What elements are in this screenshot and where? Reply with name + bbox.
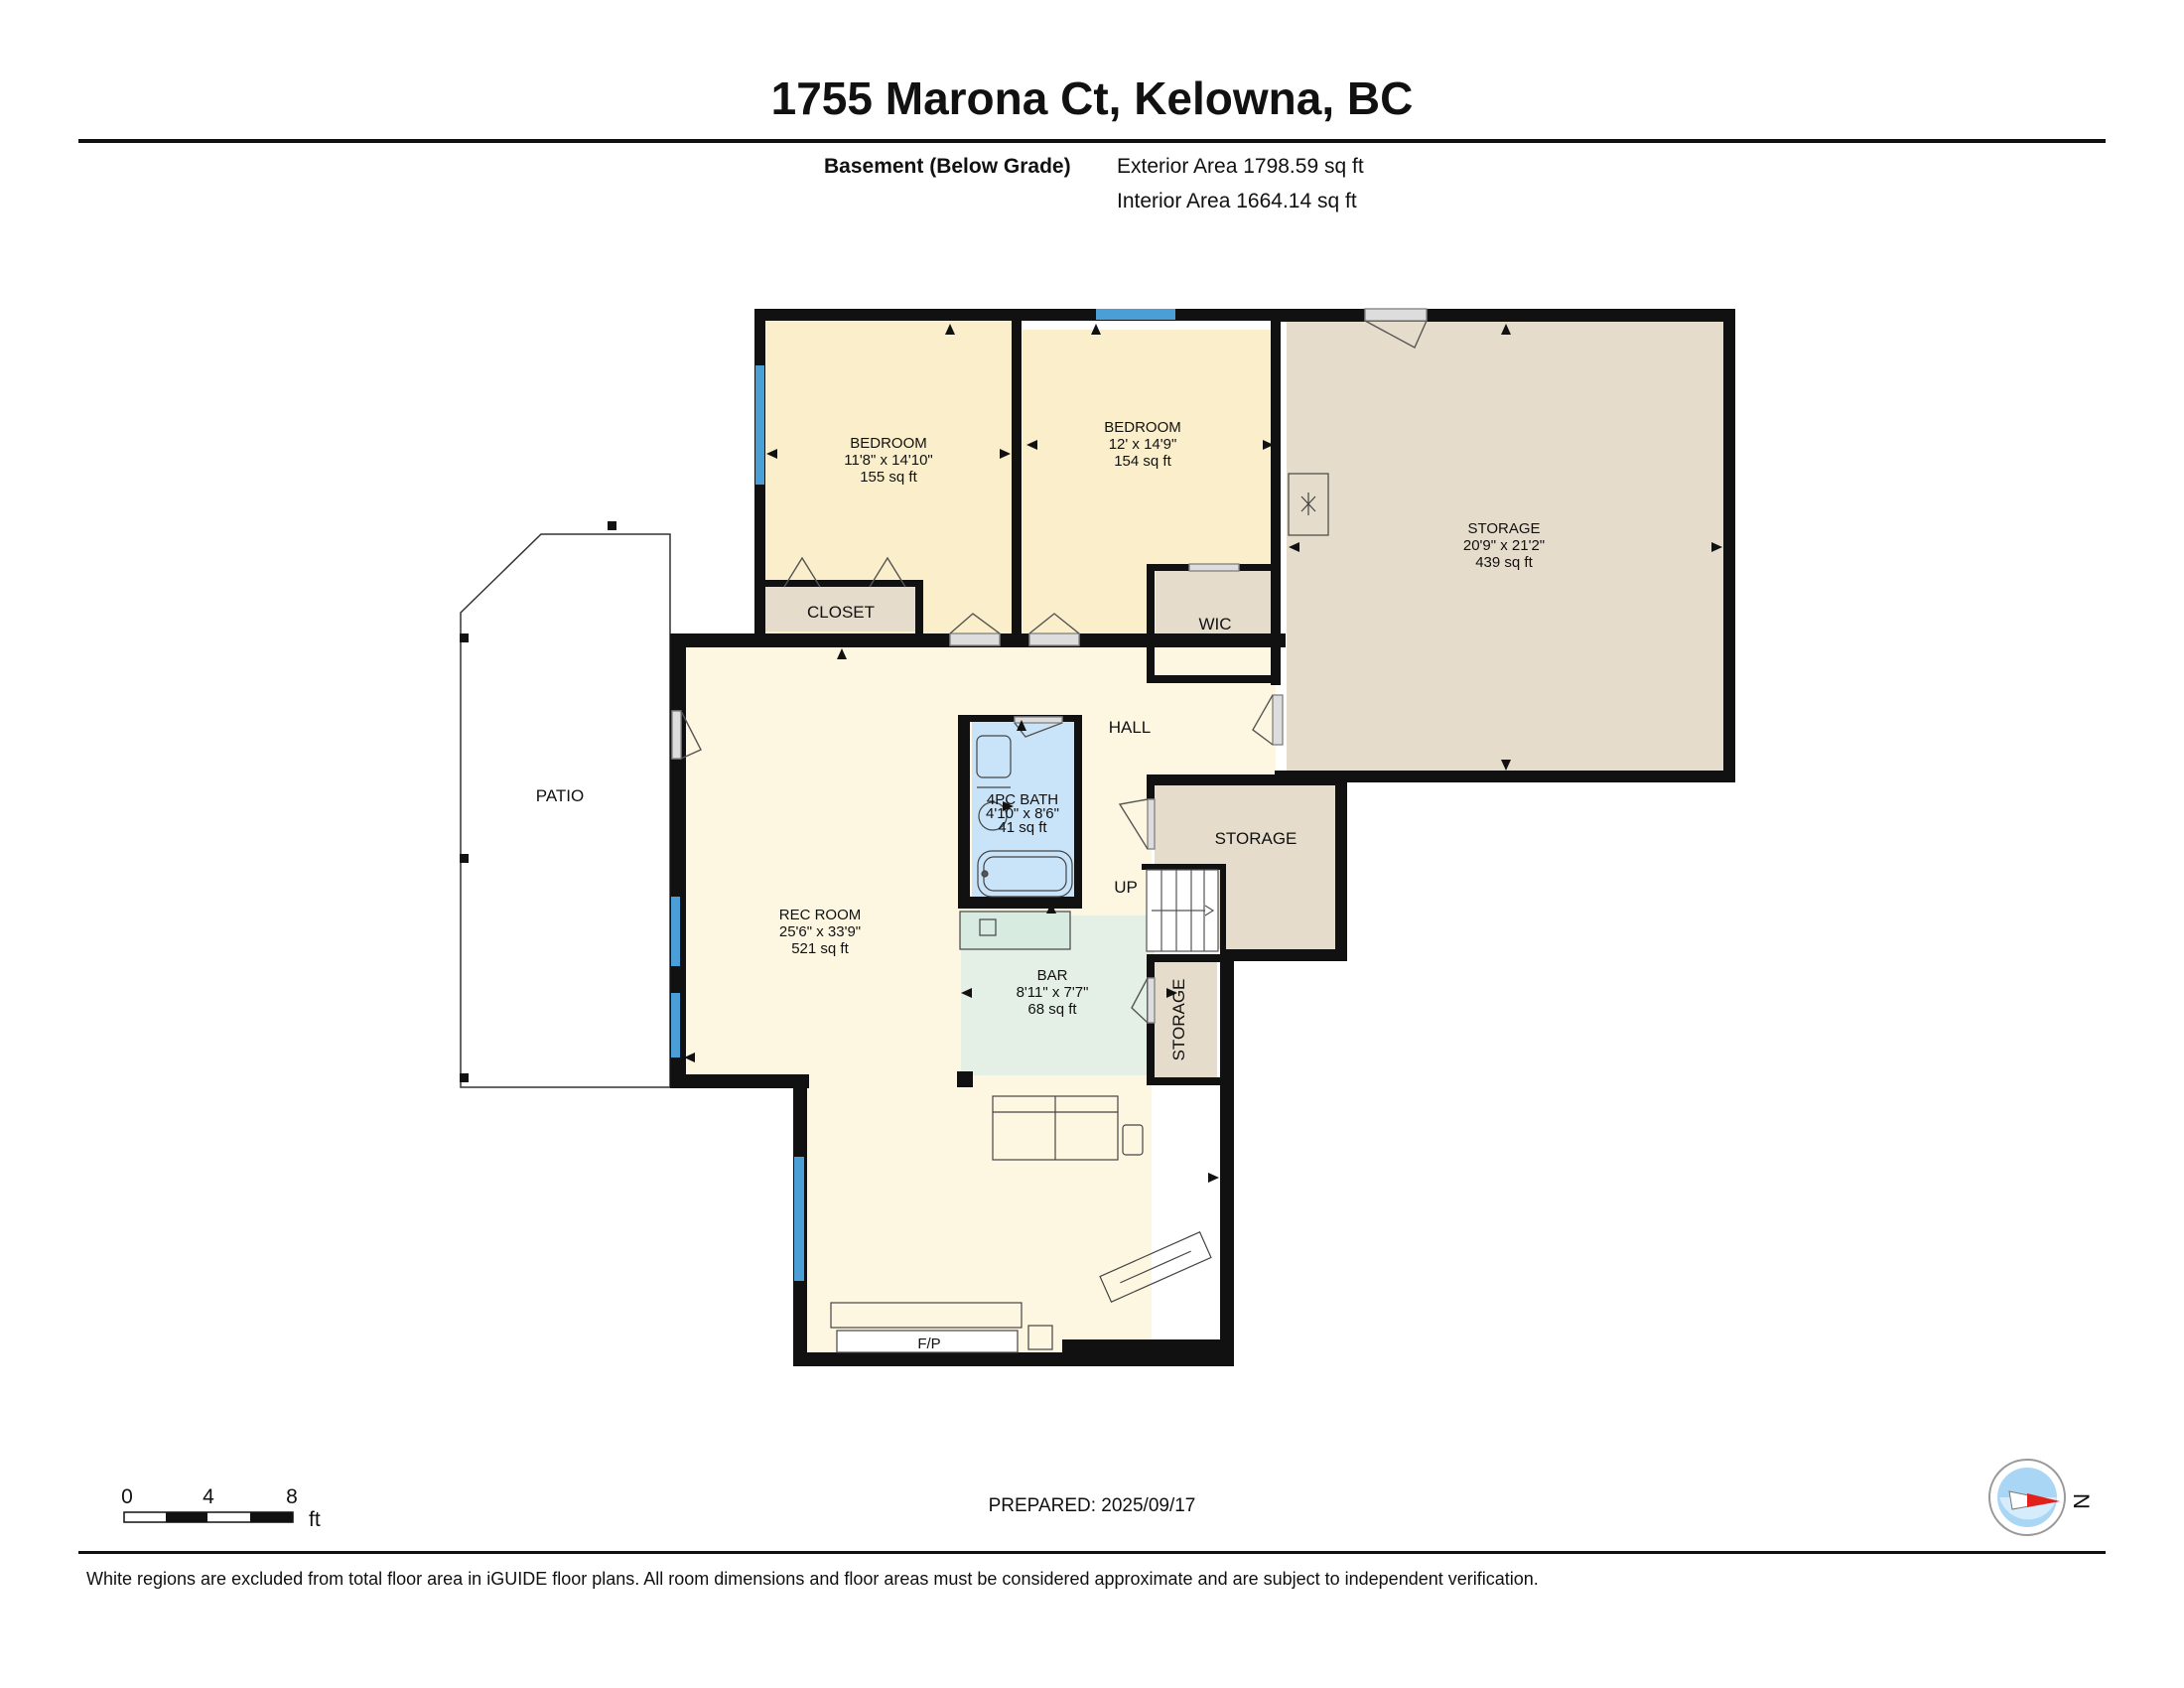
storage-small-label: STORAGE <box>1215 829 1297 848</box>
storage-main-area: 439 sq ft <box>1475 554 1533 571</box>
stairs-up-label: UP <box>1114 878 1138 897</box>
patio-post <box>460 633 469 642</box>
floor-label: Basement (Below Grade) <box>824 155 1071 178</box>
scale-tick-8: 8 <box>286 1485 298 1508</box>
compass-icon: N <box>1988 1459 2094 1536</box>
bedroom2-dims: 12' x 14'9" <box>1109 436 1177 453</box>
exterior-area: Exterior Area 1798.59 sq ft <box>1117 155 1364 178</box>
bedroom1-dims: 11'8" x 14'10" <box>844 452 933 469</box>
rec-room-dims: 25'6" x 33'9" <box>779 923 861 940</box>
storage-vertical-label: STORAGE <box>1169 979 1188 1061</box>
storage-vertical-fill <box>1155 962 1217 1079</box>
windows <box>671 309 1175 1281</box>
bedroom1-area: 155 sq ft <box>860 469 917 486</box>
storage-main-dims: 20'9" x 21'2" <box>1463 537 1545 554</box>
bedroom1-name: BEDROOM <box>850 435 927 452</box>
rec-room-area: 521 sq ft <box>791 940 849 957</box>
scale-unit: ft <box>309 1508 321 1531</box>
patio-post <box>608 521 616 530</box>
closet-fill <box>765 587 916 632</box>
bath-dims: 4'10" x 8'6" <box>986 805 1059 822</box>
scale-bar: 0 4 8 ft <box>121 1485 321 1531</box>
patio-post <box>460 1073 469 1082</box>
patio-post <box>460 854 469 863</box>
rec-room-name: REC ROOM <box>779 907 862 923</box>
fixtures <box>830 473 1329 1353</box>
footer-divider <box>78 1551 2106 1554</box>
bar-name: BAR <box>1037 967 1068 984</box>
patio-label: PATIO <box>536 786 585 805</box>
bath-fill <box>972 722 1076 901</box>
header-divider <box>78 139 2106 143</box>
wic-label: WIC <box>1198 615 1231 633</box>
bedroom2-area: 154 sq ft <box>1114 453 1171 470</box>
compass-label: N <box>2069 1493 2094 1509</box>
bedroom2-name: BEDROOM <box>1104 419 1181 436</box>
stairs <box>1146 869 1219 952</box>
patio-outline <box>460 533 671 1088</box>
hall-label: HALL <box>1109 718 1152 737</box>
storage-main-name: STORAGE <box>1467 520 1540 537</box>
bath-area: 41 sq ft <box>998 819 1047 836</box>
storage-main-fill <box>1287 320 1724 772</box>
closet-label: CLOSET <box>807 603 875 622</box>
page-title: 1755 Marona Ct, Kelowna, BC <box>770 72 1414 124</box>
doors <box>671 308 1428 1024</box>
fireplace-label: F/P <box>917 1336 940 1352</box>
scale-tick-0: 0 <box>121 1485 133 1508</box>
disclaimer-text: White regions are excluded from total fl… <box>86 1569 1539 1589</box>
bath-name: 4PC BATH <box>987 791 1058 808</box>
room-labels: BEDROOM 11'8" x 14'10" 155 sq ft BEDROOM… <box>536 419 1545 1352</box>
scale-tick-4: 4 <box>203 1485 214 1508</box>
prepared-date: PREPARED: 2025/09/17 <box>988 1495 1196 1516</box>
interior-area: Interior Area 1664.14 sq ft <box>1117 190 1357 212</box>
bar-dims: 8'11" x 7'7" <box>1017 984 1089 1001</box>
bar-area: 68 sq ft <box>1027 1001 1077 1018</box>
dimension-arrows <box>684 324 1722 1183</box>
